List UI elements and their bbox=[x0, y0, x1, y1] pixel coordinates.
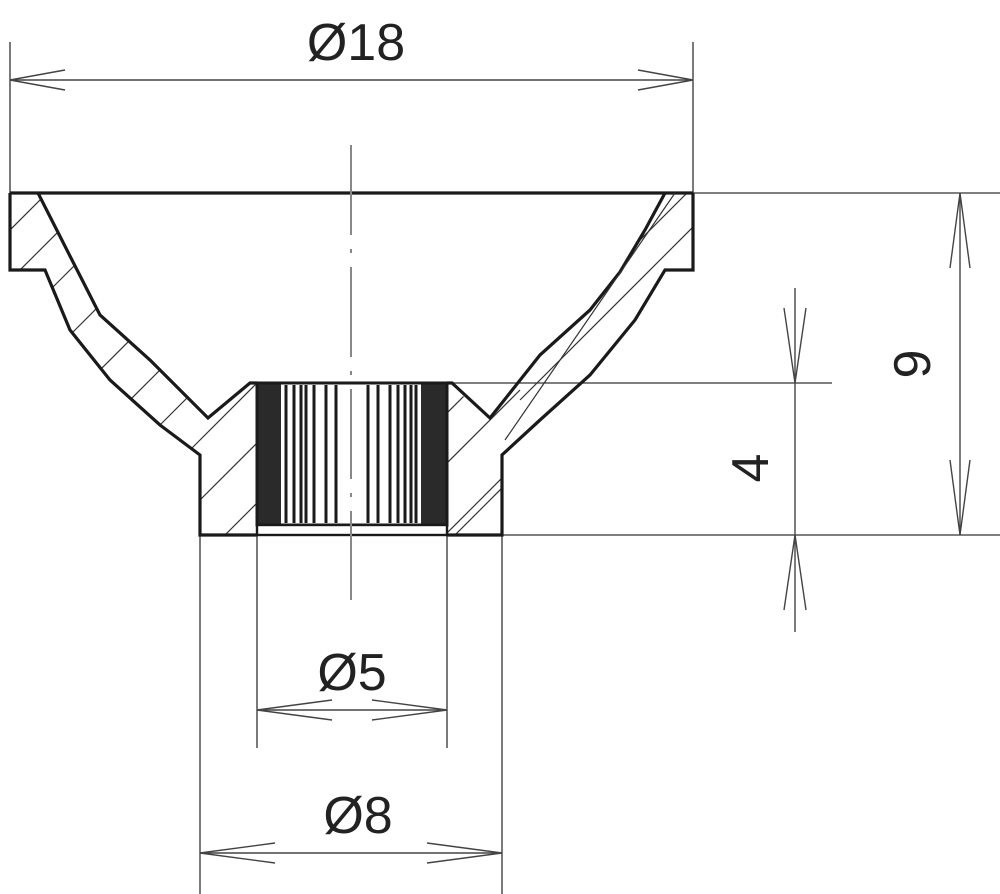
insert-diameter-label: Ø5 bbox=[317, 644, 386, 702]
arrow-up-icon bbox=[949, 192, 971, 269]
total-height-label: 9 bbox=[884, 350, 942, 379]
arrow-right-icon bbox=[426, 842, 503, 864]
left-inner-profile bbox=[36, 192, 257, 421]
arrow-down-icon bbox=[783, 307, 807, 384]
insert-right-solid bbox=[421, 383, 447, 525]
dimension-outer-diameter: Ø18 bbox=[9, 14, 694, 91]
arrow-down-icon bbox=[949, 459, 971, 536]
right-body-section bbox=[447, 193, 693, 535]
extension-lines bbox=[9, 42, 1000, 894]
insert-left-solid bbox=[257, 383, 281, 525]
base-diameter-label: Ø8 bbox=[323, 787, 392, 845]
dimension-insert-height: 4 bbox=[722, 288, 807, 632]
arrow-up-icon bbox=[783, 534, 807, 611]
insert-height-label: 4 bbox=[722, 454, 780, 483]
knurl-lines bbox=[284, 385, 418, 523]
dimension-base-diameter: Ø8 bbox=[199, 787, 503, 864]
right-inner-profile bbox=[447, 192, 667, 421]
dimension-insert-diameter: Ø5 bbox=[256, 644, 448, 721]
arrow-right-icon bbox=[371, 699, 448, 721]
arrow-right-icon bbox=[637, 69, 694, 91]
right-outer-profile bbox=[447, 193, 695, 537]
left-body-section bbox=[10, 193, 257, 535]
dimension-total-height: 9 bbox=[884, 192, 971, 536]
outer-diameter-label: Ø18 bbox=[307, 14, 405, 72]
arrow-left-icon bbox=[256, 699, 333, 721]
left-outer-profile bbox=[8, 193, 257, 537]
arrow-left-icon bbox=[9, 69, 66, 91]
arrow-left-icon bbox=[199, 842, 276, 864]
